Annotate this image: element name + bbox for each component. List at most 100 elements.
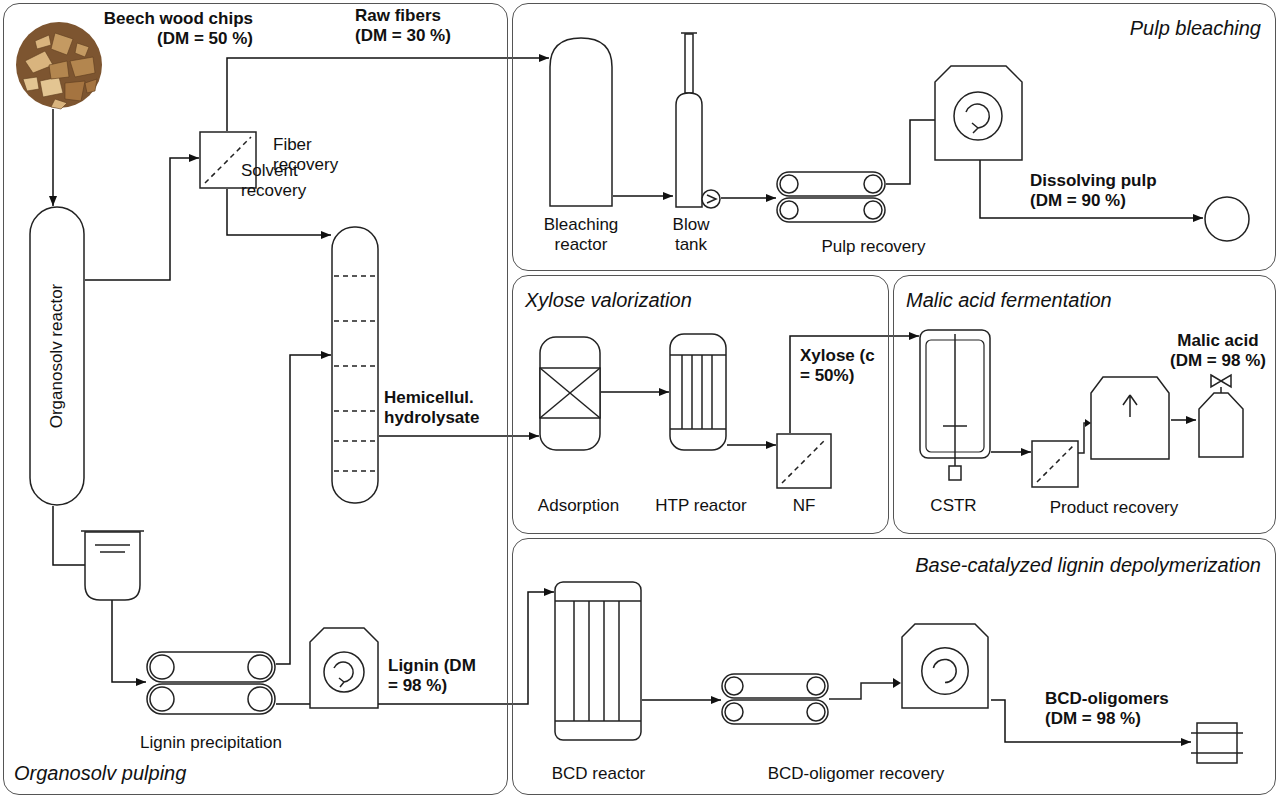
symbol-part [588,601,590,721]
unit-operation: CSTR [906,326,1003,526]
stream-line [721,197,776,199]
section-title: Base-catalyzed lignin depolymerization [915,553,1261,577]
symbol-part [40,77,63,97]
unit-operation: NF [771,431,839,528]
equipment-symbol [15,21,103,109]
unit-label: Bleaching reactor [541,215,621,255]
equipment-symbol [146,651,276,715]
symbol-part [248,687,272,711]
stream-line [790,336,919,433]
symbol-part [943,425,967,427]
equipment-symbol [919,326,991,484]
product-label: Dissolving pulp (DM = 90 %) [1030,171,1168,211]
symbol-part [324,652,364,692]
equipment-symbol [673,31,721,209]
stream-label: Hemicellul. hydrolysate [384,388,496,428]
symbol-part [1123,395,1137,417]
unit-label: HTP reactor [641,496,761,516]
unit-operation: Pulp recovery [776,169,973,261]
symbol-part [100,551,125,553]
symbol-part [972,123,978,133]
unit-operation: BCD-oligomers (DM = 98 %) [1041,689,1266,769]
symbol-part [722,674,828,724]
symbol-part [334,275,376,277]
process-section: Xylose valorizationAdsorptionHTP reactor… [512,275,889,534]
pulp-dryer [935,66,1022,160]
symbol-part [540,368,600,418]
unit-operation: BCD-oligomer recovery [716,621,998,789]
symbol-part [30,207,84,505]
unit-operation: Solvent recovery [237,159,382,504]
symbol-part [147,652,275,682]
symbol-part [1220,387,1222,393]
symbol-part [35,35,51,49]
process-section: Malic acid fermentationCSTR Product recov… [893,275,1276,534]
symbol-part [780,201,798,219]
symbol-part [933,659,956,682]
symbol-part [707,195,716,203]
symbol-part [864,201,882,219]
symbol-part [949,466,961,480]
equipment-symbol [776,171,886,223]
symbol-part [922,648,968,694]
symbol-part [782,439,826,483]
symbol-part [1205,197,1249,241]
unit-operation: Malic acid (DM = 98 %) [1164,329,1274,461]
unit-label: CSTR [906,496,1001,516]
symbol-part [540,368,600,418]
unit-label: BCD-oligomer recovery [716,764,996,784]
equipment-symbol [1196,373,1246,459]
symbol-part [334,410,376,412]
symbol-part [681,355,683,429]
equipment-symbol [669,333,727,451]
process-section: Base-catalyzed lignin depolymerizationBC… [512,538,1276,795]
unit-label: Blow tank [661,215,721,255]
symbol-part [829,683,895,699]
symbol-part [670,354,726,356]
symbol-part [1211,375,1231,387]
symbol-part [550,38,612,206]
unit-label: Adsorption [521,496,636,516]
symbol-part [51,99,67,109]
unit-operation: Blow tank [651,31,731,265]
symbol-part [780,175,798,193]
stream-line [85,158,199,280]
unit-operation: Bleaching reactor [541,37,623,265]
section-title: Malic acid fermentation [906,288,1112,312]
equipment-symbol [721,623,991,727]
process-section: Organosolv pulpingBeech wood chips (DM =… [3,3,508,795]
symbol-part [701,355,703,429]
equipment-symbol [776,433,832,489]
stream-label: Lignin (DM = 98 %) [388,656,488,696]
unit-label: NF [771,496,837,516]
unit-operation: Product recovery [1019,373,1211,523]
symbol-part [670,428,726,430]
lignin-dryer [310,628,378,708]
symbol-part [864,175,882,193]
symbol-part [725,703,743,721]
symbol-part [334,470,376,472]
stream-line [727,444,776,446]
symbol-part [573,601,575,721]
symbol-part [540,337,600,450]
symbol-part [807,677,825,695]
symbol-part [147,684,275,714]
product-label: Malic acid (DM = 98 %) [1164,331,1272,371]
unit-label: Organosolv reactor [47,284,67,429]
stream-line [886,120,1203,218]
symbol-part [702,190,720,208]
unit-operation: Adsorption [521,333,638,528]
symbol-part [334,365,376,367]
symbol-part [339,678,344,687]
unit-label: Lignin precipitation [126,733,296,753]
stream-line [379,435,539,437]
symbol-part [95,544,130,546]
symbol-part [334,440,376,442]
section-title: Pulp bleaching [1130,16,1261,40]
symbol-part [966,104,989,128]
symbol-part [725,677,743,695]
stream-line [613,195,673,197]
unit-operation: BCD reactor [536,579,663,789]
symbol-part [935,66,1022,160]
